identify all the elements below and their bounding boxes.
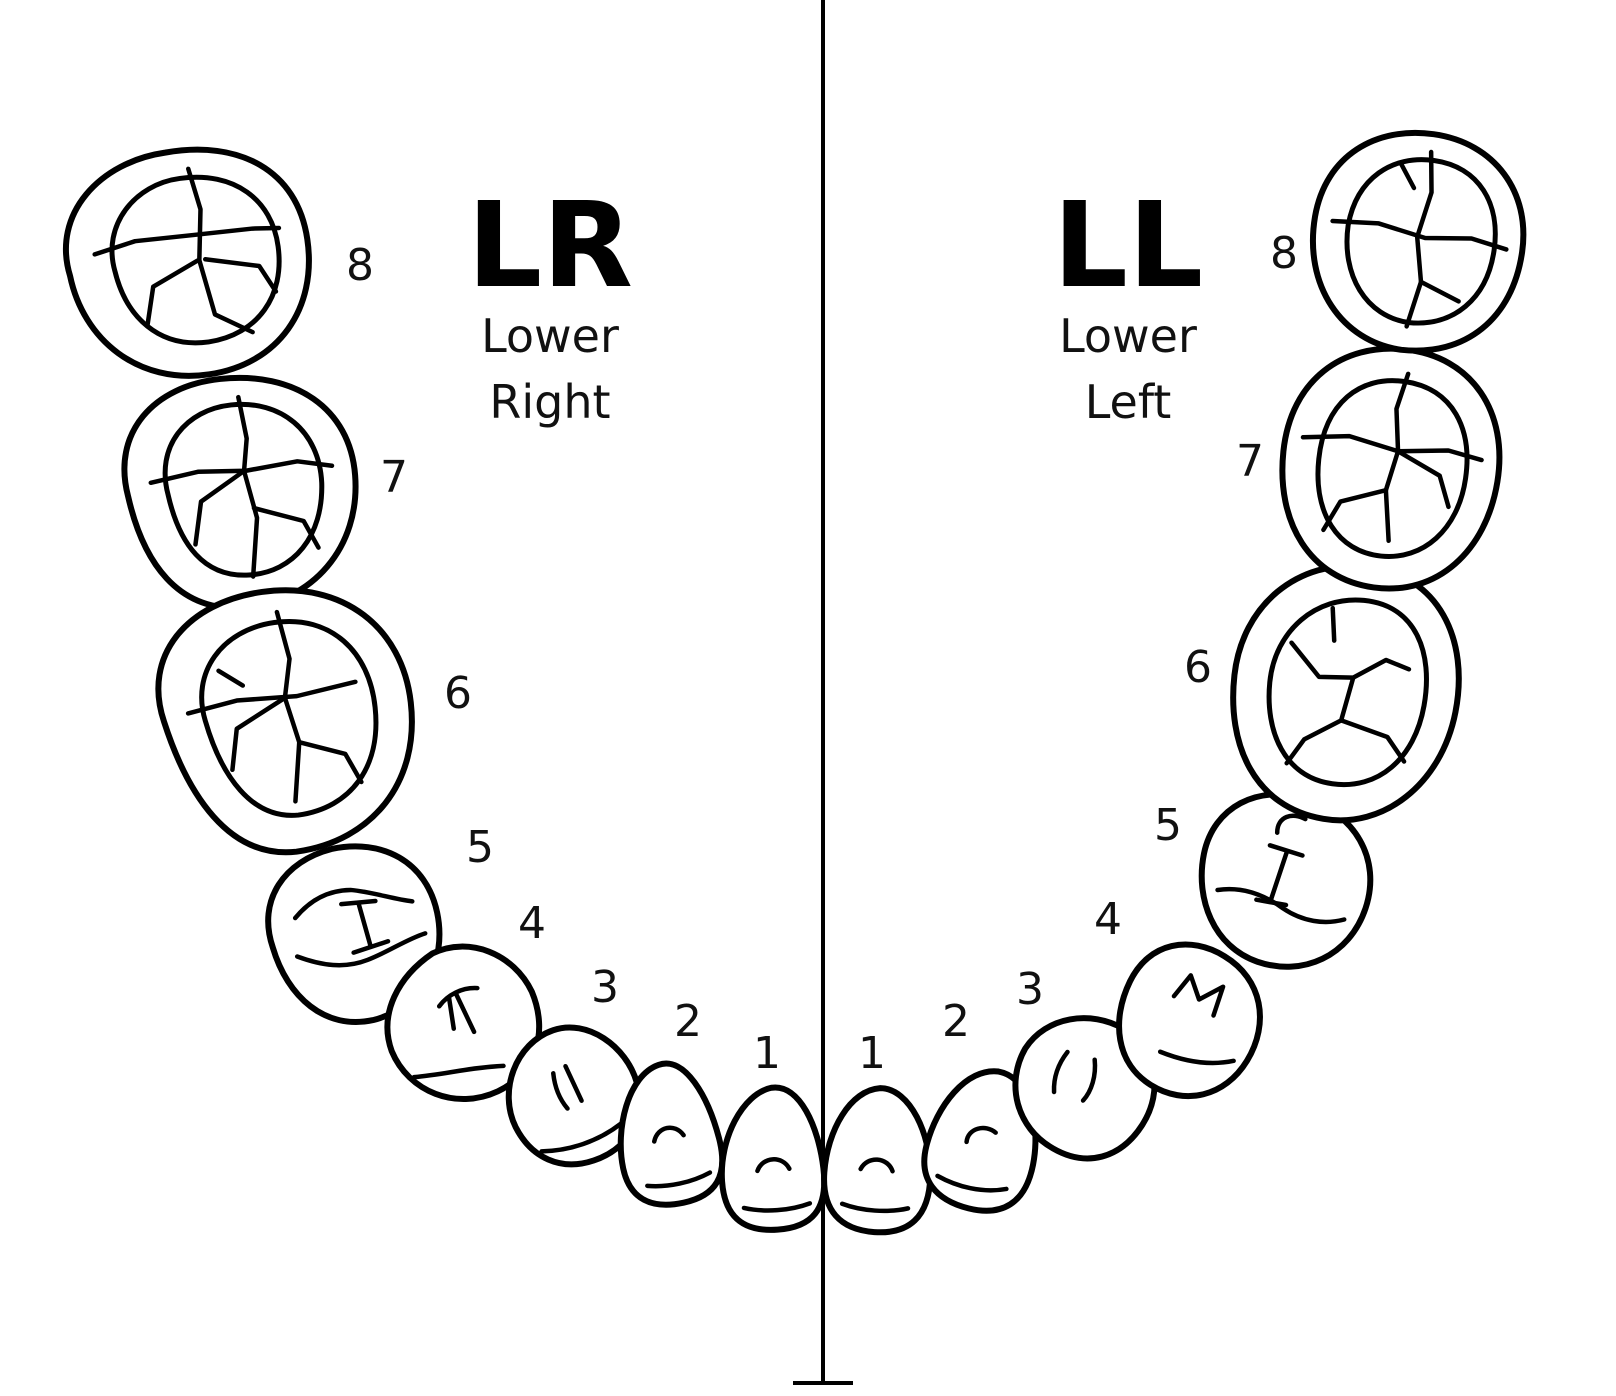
tooth-lr-8[interactable] — [51, 131, 327, 396]
tooth-number-lr-1: 1 — [753, 1028, 781, 1079]
tooth-lr-3[interactable] — [487, 1008, 658, 1183]
quadrant-label-lower-right: LR Lower Right — [467, 176, 633, 429]
tooth-number-lr-4: 4 — [518, 898, 546, 949]
quadrant-label-lower-left: LL Lower Left — [1053, 176, 1203, 429]
tooth-lr-5[interactable] — [255, 830, 457, 1037]
tooth-number-ll-2: 2 — [942, 996, 970, 1047]
tooth-ll-3[interactable] — [992, 995, 1176, 1179]
tooth-lr-2[interactable] — [604, 1055, 731, 1213]
tooth-number-ll-6: 6 — [1184, 642, 1212, 693]
tooth-number-lr-3: 3 — [591, 962, 619, 1013]
tooth-number-lr-8: 8 — [346, 240, 374, 291]
tooth-ll-2[interactable] — [914, 1059, 1053, 1221]
tooth-lr-6[interactable] — [146, 574, 429, 868]
tooth-number-ll-7: 7 — [1236, 436, 1264, 487]
tooth-number-lr-2: 2 — [674, 996, 702, 1047]
tooth-number-ll-1: 1 — [858, 1028, 886, 1079]
tooth-number-ll-3: 3 — [1016, 964, 1044, 1015]
tooth-ll-8[interactable] — [1298, 119, 1536, 364]
tooth-lr-7[interactable] — [116, 366, 368, 619]
quadrant-name-lr-line2: Right — [489, 375, 610, 429]
tooth-ll-7[interactable] — [1270, 338, 1510, 599]
tooth-lr-1[interactable] — [716, 1084, 828, 1233]
quadrant-name-lr-line1: Lower — [481, 309, 619, 363]
tooth-ll-6[interactable] — [1216, 550, 1474, 835]
quadrant-code-ll: LL — [1053, 176, 1203, 314]
tooth-ll-1[interactable] — [820, 1085, 936, 1236]
quadrant-name-ll-line1: Lower — [1059, 309, 1197, 363]
quadrant-name-ll-line2: Left — [1085, 375, 1172, 429]
tooth-number-ll-8: 8 — [1270, 228, 1298, 279]
tooth-numbers-right: 1 2 3 4 5 6 7 8 — [346, 240, 781, 1079]
tooth-number-ll-4: 4 — [1094, 894, 1122, 945]
tooth-number-lr-7: 7 — [380, 452, 408, 503]
tooth-number-lr-5: 5 — [466, 822, 494, 873]
tooth-numbers-left: 1 2 3 4 5 6 7 8 — [858, 228, 1298, 1079]
quadrant-code-lr: LR — [467, 176, 633, 314]
tooth-number-ll-5: 5 — [1154, 800, 1182, 851]
tooth-number-lr-6: 6 — [444, 668, 472, 719]
tooth-ll-5[interactable] — [1182, 778, 1389, 985]
tooth-lr-4[interactable] — [365, 926, 560, 1121]
tooth-ll-4[interactable] — [1093, 923, 1284, 1118]
